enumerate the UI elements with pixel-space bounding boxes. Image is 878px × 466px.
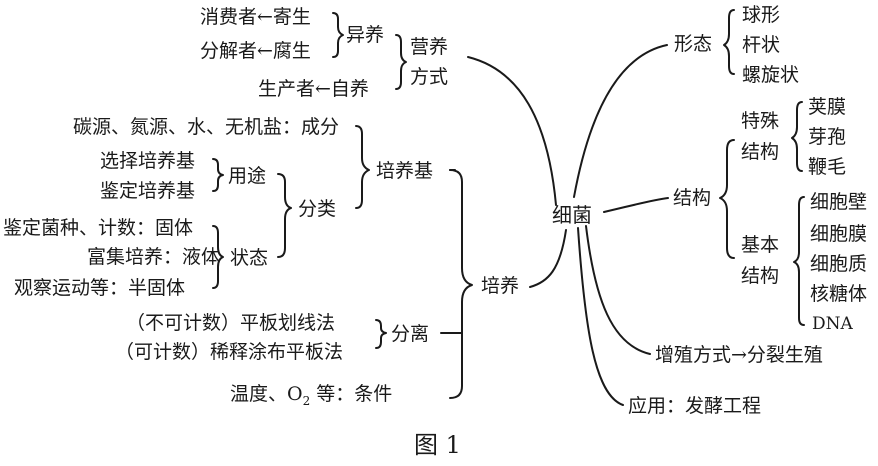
- brace-heteroph: [332, 12, 344, 58]
- node-classify: 分类: [298, 198, 337, 220]
- node-producer: 生产者←自养: [258, 78, 369, 100]
- node-spore: 芽孢: [808, 126, 847, 148]
- node-cell-membrane: 细胞膜: [810, 223, 868, 245]
- brace-state: [212, 225, 224, 289]
- node-nutrition-mode-line2: 方式: [410, 66, 449, 88]
- brace-medium: [355, 125, 370, 209]
- node-reproduction: 增殖方式→分裂生殖: [655, 344, 823, 366]
- brace-structure: [719, 139, 735, 259]
- node-heteroph: 异养: [346, 24, 385, 46]
- node-special-structure-line1: 特殊: [741, 110, 780, 132]
- node-structure: 结构: [673, 187, 712, 209]
- brace-use: [212, 158, 224, 192]
- node-basic-structure-line2: 结构: [741, 265, 780, 287]
- node-sphere: 球形: [742, 4, 781, 26]
- node-conditions: 温度、O2 等：条件: [230, 383, 393, 408]
- node-liquid: 富集培养：液体: [87, 246, 221, 268]
- node-separation: 分离: [391, 323, 430, 345]
- node-culture: 培养: [481, 275, 520, 297]
- node-spread-plate: （可计数）稀释涂布平板法: [115, 341, 344, 363]
- node-capsule: 荚膜: [808, 96, 847, 118]
- link-reproduction: [585, 225, 651, 355]
- brace-basic: [793, 196, 805, 326]
- node-application: 应用：发酵工程: [628, 395, 762, 417]
- brace-morphology: [723, 9, 735, 75]
- node-state: 状态: [230, 247, 269, 269]
- brace-culture: [449, 169, 473, 399]
- node-morphology: 形态: [674, 33, 713, 55]
- node-special-structure-line2: 结构: [741, 141, 780, 163]
- link-nutrition: [467, 56, 557, 206]
- brace-nutrition: [395, 34, 407, 90]
- link-application: [577, 227, 624, 406]
- figure-caption: 图 1: [414, 431, 461, 459]
- link-morphology: [573, 44, 668, 198]
- node-semisolid: 观察运动等：半固体: [14, 277, 186, 299]
- node-nutrition-mode-line1: 营养: [410, 36, 449, 58]
- node-components: 碳源、氮源、水、无机盐：成分: [73, 116, 340, 138]
- brace-separation: [375, 319, 387, 349]
- brace-special: [791, 101, 803, 172]
- brace-classify: [277, 173, 292, 258]
- node-dna: DNA: [812, 314, 853, 334]
- link-culture: [529, 229, 567, 288]
- center-node-bacteria: 细菌: [552, 203, 592, 227]
- node-solid: 鉴定菌种、计数：固体: [3, 217, 194, 239]
- link-structure: [603, 197, 669, 213]
- node-basic-structure-line1: 基本: [741, 234, 780, 256]
- node-streak-plate: （不可计数）平板划线法: [126, 312, 336, 334]
- node-flagellum: 鞭毛: [808, 156, 847, 178]
- node-decomposer: 分解者←腐生: [200, 40, 311, 62]
- node-use: 用途: [228, 165, 267, 187]
- node-cell-wall: 细胞壁: [810, 191, 868, 213]
- node-cytoplasm: 细胞质: [810, 253, 868, 275]
- node-spiral: 螺旋状: [742, 64, 800, 86]
- node-rod: 杆状: [742, 34, 781, 56]
- node-consumer: 消费者←寄生: [200, 6, 311, 28]
- node-select-medium: 选择培养基: [100, 150, 196, 172]
- node-identify-medium: 鉴定培养基: [100, 180, 196, 202]
- node-ribosome: 核糖体: [810, 283, 868, 305]
- node-medium: 培养基: [376, 160, 434, 182]
